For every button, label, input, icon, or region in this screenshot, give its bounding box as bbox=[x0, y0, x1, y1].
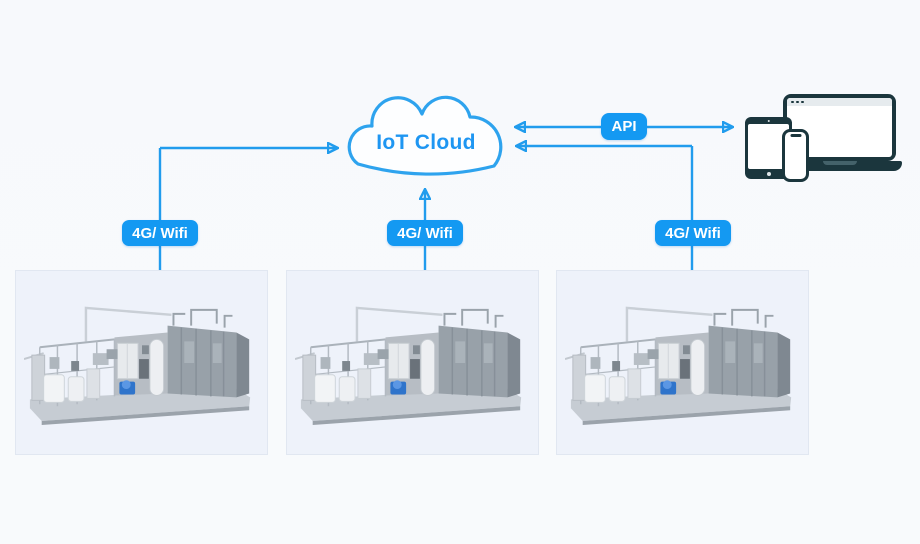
connection-label-1: 4G/ Wifi bbox=[122, 220, 198, 246]
smartphone-icon bbox=[782, 129, 809, 182]
tablet-home-button bbox=[766, 172, 771, 176]
iot-cloud-node: IoT Cloud bbox=[342, 84, 510, 181]
cloud-label: IoT Cloud bbox=[376, 131, 476, 154]
api-badge: API bbox=[601, 113, 647, 140]
machine-image bbox=[24, 297, 260, 429]
machine-image bbox=[565, 297, 801, 429]
phone-notch bbox=[790, 133, 801, 137]
machine-image bbox=[295, 297, 531, 429]
laptop-browser-bar bbox=[787, 98, 892, 106]
cloud-icon bbox=[347, 95, 503, 176]
laptop-base bbox=[778, 161, 902, 171]
tablet-camera-dot bbox=[767, 119, 770, 122]
client-devices bbox=[742, 86, 912, 182]
machine-card-2 bbox=[286, 270, 539, 455]
machine-card-3 bbox=[556, 270, 809, 455]
connection-label-3: 4G/ Wifi bbox=[655, 220, 731, 246]
machine-card-1 bbox=[15, 270, 268, 455]
connection-label-2: 4G/ Wifi bbox=[387, 220, 463, 246]
